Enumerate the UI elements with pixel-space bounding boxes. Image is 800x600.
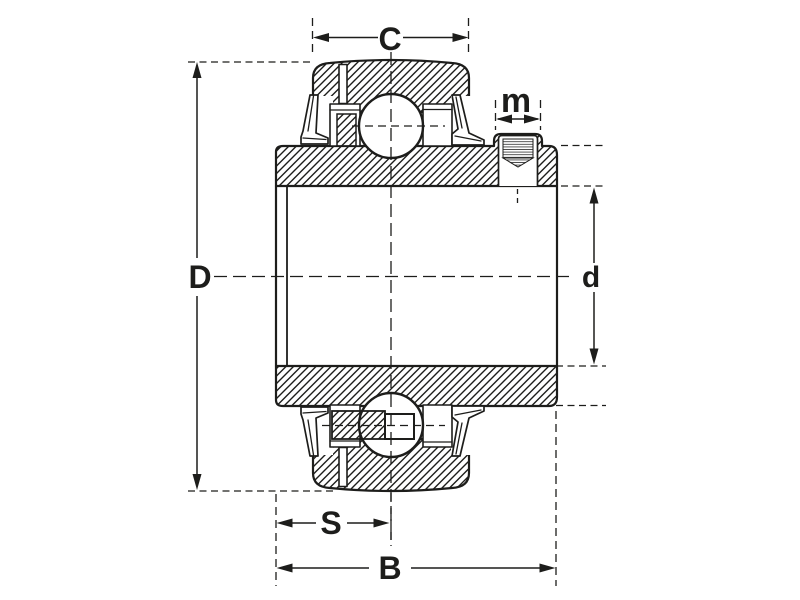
dimension-S: S <box>275 493 392 586</box>
dim-label-S: S <box>320 505 341 541</box>
cage-pocket <box>384 413 415 440</box>
arrowhead-left <box>276 563 293 573</box>
arrowhead-left <box>496 114 512 124</box>
arrowhead-down <box>589 348 599 365</box>
seal-flinger-top-right <box>451 94 485 146</box>
seal-groove-slot-bottom <box>338 446 348 488</box>
seal-flinger-bottom-right <box>451 405 485 457</box>
centerlines <box>214 52 573 546</box>
dim-label-D: D <box>188 259 211 295</box>
dimension-B: B <box>276 411 557 586</box>
set-screw <box>497 134 539 186</box>
seal-flinger-top-left <box>300 94 329 145</box>
arrowhead-down <box>192 474 202 490</box>
arrowhead-left <box>276 518 293 528</box>
arrowhead-right <box>452 33 469 42</box>
dimension-D: D <box>188 61 333 492</box>
inner-ring-lower-section <box>274 364 559 408</box>
dim-label-B: B <box>378 550 401 586</box>
dimension-C: C <box>311 18 470 57</box>
raceway-shoulder-top-right <box>422 103 453 147</box>
arrowhead-right <box>539 563 556 573</box>
raceway-shoulder-top-left <box>329 103 361 147</box>
set-screw-cone-point <box>501 157 535 168</box>
arrowhead-right <box>524 114 540 124</box>
seal-flinger-bottom-left <box>300 406 329 457</box>
arrowhead-up <box>589 187 599 204</box>
dimension-d: d <box>556 144 606 407</box>
arrowhead-up <box>192 62 202 78</box>
set-screw-thread <box>502 138 534 159</box>
arrowhead-left <box>313 33 329 42</box>
dimension-m: m <box>494 82 542 130</box>
arrowhead-right <box>373 518 390 528</box>
inner-ring-upper-section <box>274 132 559 188</box>
dim-label-d: d <box>582 261 600 294</box>
dim-label-C: C <box>378 21 401 57</box>
seal-groove-slot-top <box>338 63 348 105</box>
dim-label-m: m <box>501 82 531 120</box>
